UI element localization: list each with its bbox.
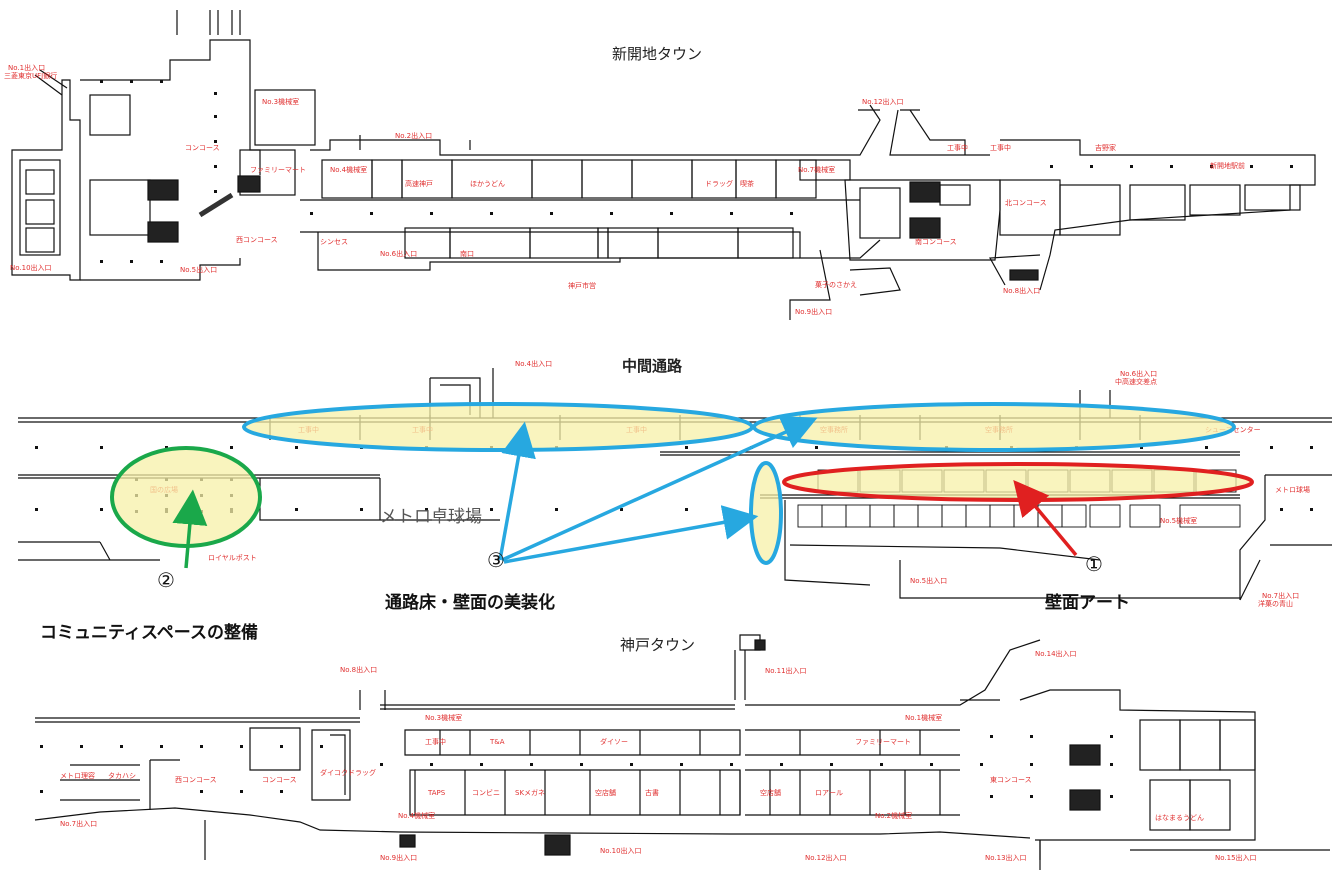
svg-text:No.2出入口: No.2出入口 <box>395 131 432 140</box>
svg-text:No.13出入口: No.13出入口 <box>985 853 1027 862</box>
svg-text:No.7出入口: No.7出入口 <box>1262 591 1299 600</box>
svg-text:No.3機械室: No.3機械室 <box>425 713 462 722</box>
corridor-highlight-west <box>242 402 754 452</box>
community-space-highlight <box>110 446 262 548</box>
top-room-labels: No.1出入口 三菱東京UFJ銀行 No.3機械室 コンコース No.2出入口 … <box>4 63 1245 316</box>
svg-text:No.14出入口: No.14出入口 <box>1035 649 1077 658</box>
svg-text:西コンコース: 西コンコース <box>236 236 278 244</box>
svg-text:西コンコース: 西コンコース <box>175 776 217 784</box>
svg-text:No.5出入口: No.5出入口 <box>910 576 947 585</box>
svg-text:No.1出入口: No.1出入口 <box>8 63 45 72</box>
svg-text:No.6出入口: No.6出入口 <box>1120 369 1157 378</box>
highlight-overlays <box>110 402 1254 565</box>
svg-text:はなまるうどん: はなまるうどん <box>1155 814 1204 822</box>
svg-text:No.8出入口: No.8出入口 <box>340 665 377 674</box>
svg-text:ドラッグ: ドラッグ <box>705 179 733 188</box>
svg-text:ロイヤルポスト: ロイヤルポスト <box>208 554 257 562</box>
svg-text:ファミリーマート: ファミリーマート <box>250 166 306 174</box>
svg-text:ダイコクドラッグ: ダイコクドラッグ <box>320 768 376 777</box>
svg-text:No.12出入口: No.12出入口 <box>805 853 847 862</box>
svg-text:No.7機械室: No.7機械室 <box>798 165 835 174</box>
corridor-highlight-east <box>752 402 1236 452</box>
svg-text:北コンコース: 北コンコース <box>1005 199 1047 207</box>
svg-text:中高速交差点: 中高速交差点 <box>1115 377 1157 386</box>
svg-text:洋菓の青山: 洋菓の青山 <box>1258 599 1293 608</box>
callout-floor-wall: 通路床・壁面の美装化 <box>385 593 555 613</box>
svg-text:No.5出入口: No.5出入口 <box>180 265 217 274</box>
svg-text:東コンコース: 東コンコース <box>990 775 1032 784</box>
callout-wall-art: 壁面アート <box>1045 593 1130 613</box>
svg-text:No.12出入口: No.12出入口 <box>862 97 904 106</box>
section-title-top: 新開地タウン <box>612 45 703 63</box>
bottom-room-labels: No.8出入口 No.11出入口 No.14出入口 No.3機械室 No.1機械… <box>60 649 1257 862</box>
wall-art-highlight <box>782 462 1254 502</box>
callout-community: コミュニティスペースの整備 <box>40 623 258 643</box>
arrow-to-east-corridor <box>501 416 818 562</box>
svg-text:No.4機械室: No.4機械室 <box>398 811 435 820</box>
svg-text:コンコース: コンコース <box>185 144 220 152</box>
svg-text:新開地駅前: 新開地駅前 <box>1210 161 1245 170</box>
bottom-floor-plan <box>34 634 1330 870</box>
svg-text:コンコース: コンコース <box>262 776 297 784</box>
svg-text:ファミリーマート: ファミリーマート <box>855 738 911 746</box>
svg-text:吉野家: 吉野家 <box>1095 143 1116 152</box>
svg-text:喫茶: 喫茶 <box>740 179 754 188</box>
marker-one: ① <box>1085 552 1103 576</box>
svg-text:No.1機械室: No.1機械室 <box>905 713 942 722</box>
svg-text:No.10出入口: No.10出入口 <box>600 846 642 855</box>
svg-text:No.8出入口: No.8出入口 <box>1003 286 1040 295</box>
svg-text:南口: 南口 <box>460 249 474 258</box>
arrow-to-community <box>172 489 208 569</box>
svg-text:高速神戸: 高速神戸 <box>405 179 433 188</box>
svg-text:ロアール: ロアール <box>815 789 843 797</box>
svg-text:タカハシ: タカハシ <box>108 771 136 780</box>
top-column-grid <box>100 80 1293 263</box>
top-floor-plan <box>11 10 1316 320</box>
svg-text:No.4出入口: No.4出入口 <box>515 359 552 368</box>
svg-text:TAPS: TAPS <box>427 789 446 797</box>
svg-text:No.7出入口: No.7出入口 <box>60 819 97 828</box>
svg-text:メトロ理容: メトロ理容 <box>60 771 95 780</box>
svg-text:神戸市営: 神戸市営 <box>568 281 596 290</box>
svg-text:メトロ球場: メトロ球場 <box>1275 485 1310 494</box>
pillar-highlight <box>749 461 783 565</box>
bottom-column-grid <box>40 735 1113 798</box>
svg-text:空店舗: 空店舗 <box>760 788 781 797</box>
svg-text:工事中: 工事中 <box>947 143 968 152</box>
arrow-to-west-corridor <box>498 421 536 561</box>
svg-text:No.4機械室: No.4機械室 <box>330 165 367 174</box>
marker-two: ② <box>157 568 175 592</box>
svg-text:シンセス: シンセス <box>320 238 348 246</box>
svg-text:No.10出入口: No.10出入口 <box>10 263 52 272</box>
svg-text:No.9出入口: No.9出入口 <box>380 853 417 862</box>
svg-text:No.5機械室: No.5機械室 <box>1160 516 1197 525</box>
arrow-to-pillar <box>503 505 759 564</box>
svg-text:No.2機械室: No.2機械室 <box>875 811 912 820</box>
svg-text:No.15出入口: No.15出入口 <box>1215 853 1257 862</box>
svg-text:No.11出入口: No.11出入口 <box>765 666 807 675</box>
callout-arrows <box>172 416 1078 569</box>
arrow-to-wall-art <box>1013 479 1078 557</box>
svg-text:No.9出入口: No.9出入口 <box>795 307 832 316</box>
svg-text:SKメガネ: SKメガネ <box>515 788 545 797</box>
svg-text:南コンコース: 南コンコース <box>915 237 957 246</box>
svg-text:工事中: 工事中 <box>990 143 1011 152</box>
svg-text:菓子のさかえ: 菓子のさかえ <box>815 280 857 289</box>
section-title-middle: 中間通路 <box>622 357 683 375</box>
svg-text:工事中: 工事中 <box>425 737 446 746</box>
middle-hall-label: メトロ卓球場 <box>380 507 482 527</box>
section-title-bottom: 神戸タウン <box>620 636 696 654</box>
marker-three: ③ <box>487 548 505 572</box>
svg-text:ダイソー: ダイソー <box>600 737 628 746</box>
svg-text:コンビニ: コンビニ <box>472 788 500 797</box>
svg-text:No.3機械室: No.3機械室 <box>262 97 299 106</box>
svg-text:三菱東京UFJ銀行: 三菱東京UFJ銀行 <box>4 71 57 80</box>
svg-text:No.6出入口: No.6出入口 <box>380 249 417 258</box>
svg-text:T&A: T&A <box>489 738 505 746</box>
svg-text:空店舗: 空店舗 <box>595 788 616 797</box>
svg-text:ほかうどん: ほかうどん <box>470 180 505 188</box>
svg-text:古書: 古書 <box>645 788 659 797</box>
